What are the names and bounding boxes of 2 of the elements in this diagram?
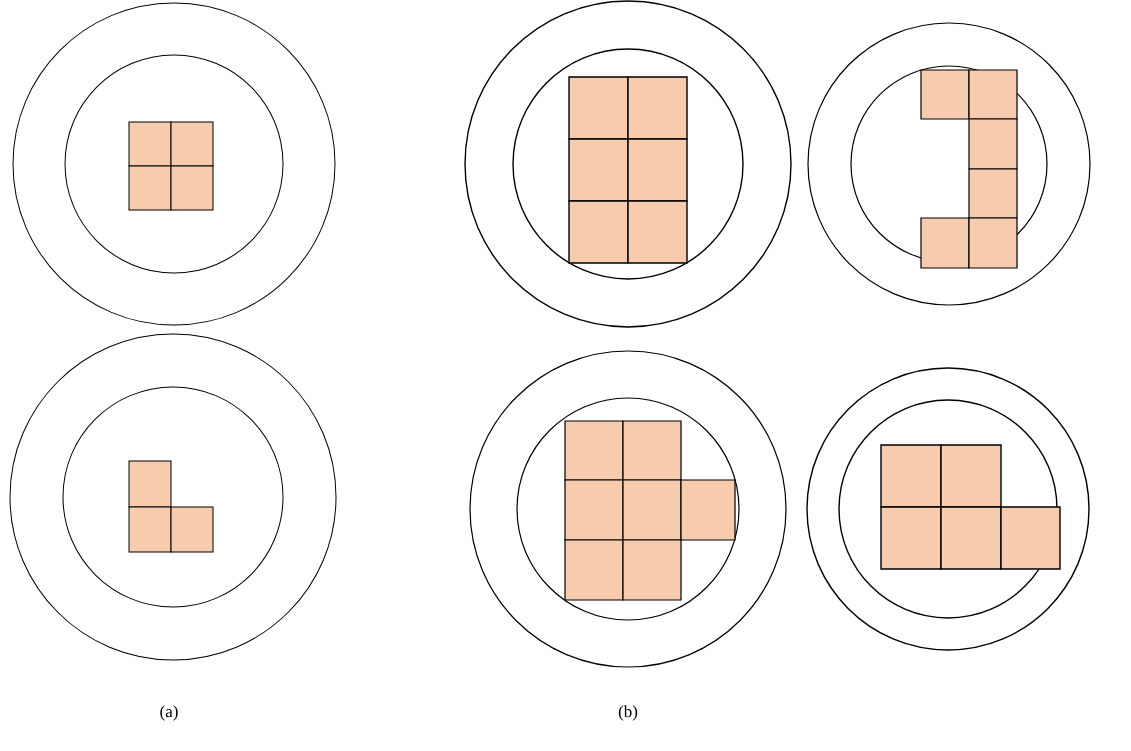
- panel-label: (a): [160, 705, 178, 721]
- panel-label: (b): [618, 705, 638, 721]
